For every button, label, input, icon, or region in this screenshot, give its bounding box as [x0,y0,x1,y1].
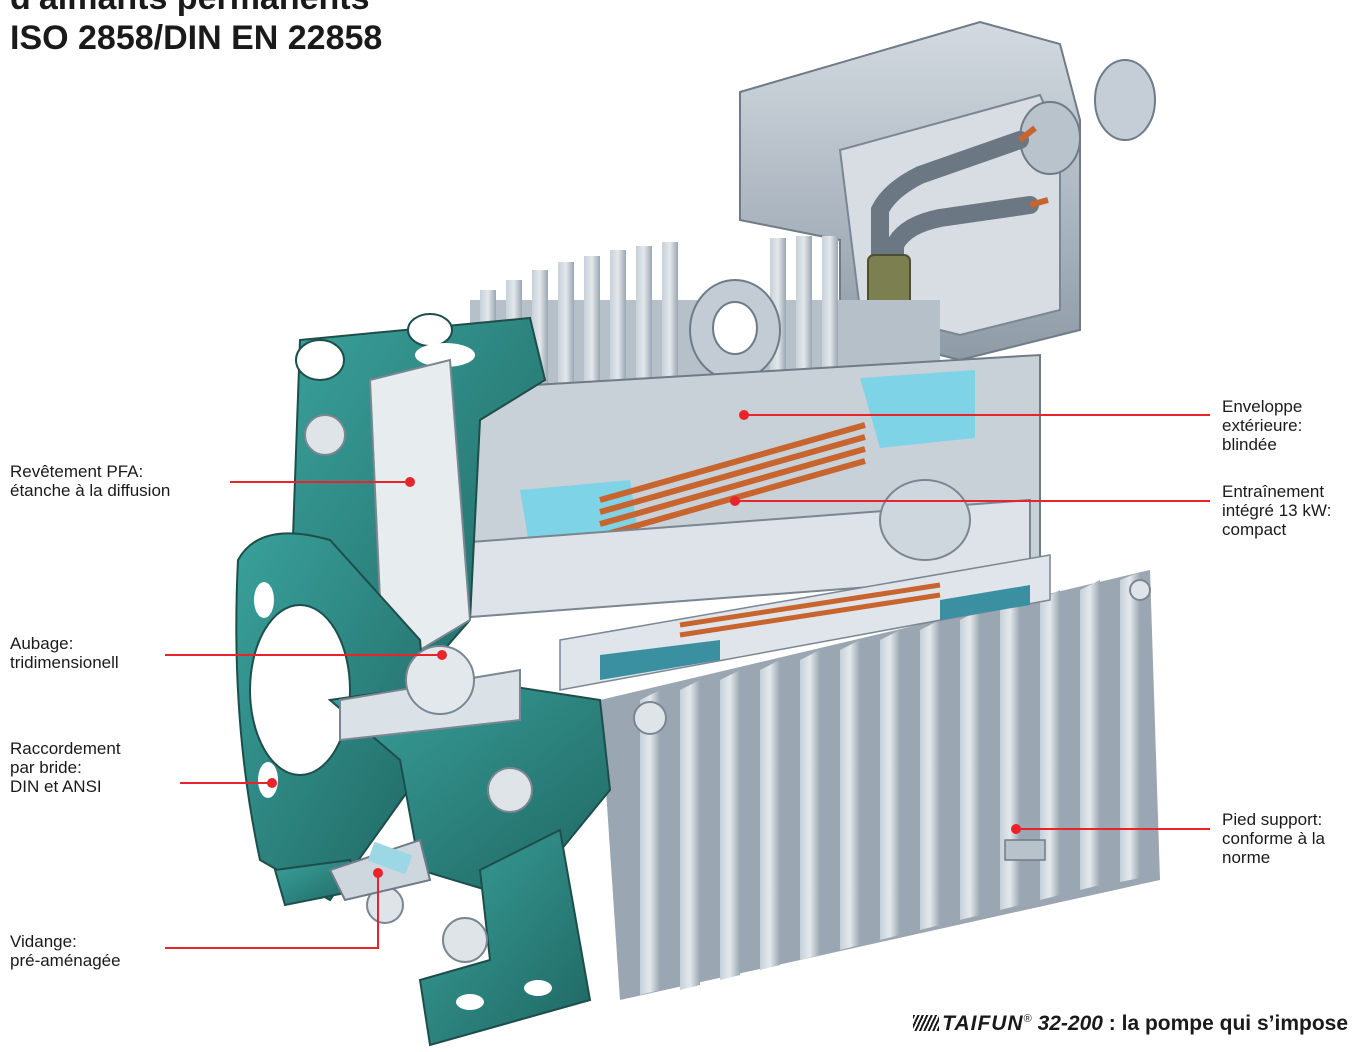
heading-line-1: d'aimants permanents [10,0,382,18]
callout-raccordement: Raccordement par bride: DIN et ANSI [10,739,121,796]
callout-raccordement-line3: DIN et ANSI [10,777,102,796]
callout-aubage: Aubage: tridimensionell [10,634,119,672]
pump-feet [273,828,592,1047]
bolts [304,414,1151,963]
footer-tagline: TAIFUN® 32-200 : la pompe qui s’impose [913,1012,1348,1036]
callout-pied-line3: norme [1222,848,1271,867]
callout-enveloppe: Enveloppe extérieure: blindée [1222,397,1302,454]
callout-aubage-line2: tridimensionell [10,653,119,672]
lifting-eye [689,279,781,381]
callout-entrainement-line2: intégré 13 kW: [1222,501,1332,520]
callout-entrainement-line1: Entraînement [1222,482,1325,501]
callout-vidange: Vidange: pré-aménagée [10,932,121,970]
callout-enveloppe-line2: extérieure: [1222,416,1303,435]
heading-line-2: ISO 2858/DIN EN 22858 [10,19,383,57]
callout-entrainement-line3: compact [1222,520,1287,539]
callout-pied-line2: conforme à la [1222,829,1325,848]
registered-mark: ® [1023,1013,1032,1025]
callout-vidange-line1: Vidange: [10,932,77,951]
lower-cooling-fins [559,554,1160,1000]
model-number: 32-200 [1037,1012,1103,1035]
page-heading: d'aimants permanents ISO 2858/DIN EN 228… [10,0,382,58]
callout-vidange-line2: pré-aménagée [10,951,121,970]
callout-dots [267,410,1021,878]
pump-casing [235,313,612,902]
tagline-text: : la pompe qui s’impose [1108,1012,1348,1035]
callout-revetement: Revêtement PFA: étanche à la diffusion [10,462,170,500]
callout-raccordement-line2: par bride: [10,758,82,777]
callout-enveloppe-line3: blindée [1222,435,1277,454]
callout-pied: Pied support: conforme à la norme [1222,810,1325,867]
callout-revetement-line1: Revêtement PFA: [10,462,144,481]
motor-section [429,353,1041,622]
leader-vidange [165,873,379,949]
callout-raccordement-line1: Raccordement [10,739,121,758]
brand-name: TAIFUN [942,1012,1024,1035]
callout-aubage-line1: Aubage: [10,634,74,653]
callout-leaders [165,414,1210,949]
callout-revetement-line2: étanche à la diffusion [10,481,171,500]
brand-hatch-mark [913,1015,940,1031]
callout-pied-line1: Pied support: [1222,810,1323,829]
callout-entrainement: Entraînement intégré 13 kW: compact [1222,482,1331,539]
callout-enveloppe-line1: Enveloppe [1222,397,1303,416]
